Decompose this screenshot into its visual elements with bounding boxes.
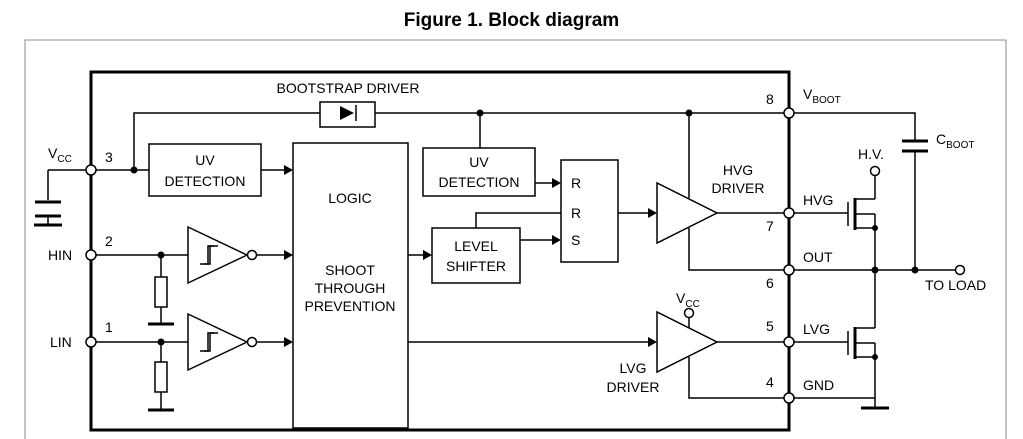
hvg-driver-label-line2: DRIVER (712, 180, 765, 196)
arrow-head-icon (284, 337, 293, 347)
figure-title: Figure 1. Block diagram (403, 10, 620, 31)
schmitt-trigger-icon-2 (204, 245, 218, 265)
hvg-supply-dot (685, 109, 693, 117)
shoot-label-line1: SHOOT (325, 262, 375, 278)
uv2-label-line1: UV (469, 154, 489, 170)
arrow-head-icon (648, 337, 657, 347)
pin-vboot (783, 107, 795, 119)
latch-s-label: S (571, 232, 580, 248)
schmitt-trigger-icon-2 (204, 332, 218, 352)
arrow-head-icon (423, 250, 432, 260)
hin-pulldown-resistor (154, 276, 168, 308)
pin-hvg-number: 7 (766, 218, 774, 234)
pin-lin-label: LIN (50, 334, 72, 350)
uv-detection-2 (422, 147, 536, 197)
latch-r1-label: R (571, 175, 581, 191)
lin-buffer-bubble (246, 336, 258, 348)
pin-lin (85, 336, 97, 348)
logic-label: LOGIC (328, 190, 372, 206)
hvg-driver-label-line1: HVG (723, 162, 753, 178)
pin-out-number: 6 (766, 275, 774, 291)
hin-buffer-bubble (246, 249, 258, 261)
pin-out-label: OUT (803, 249, 833, 265)
lvg-driver-label-line1: LVG (620, 360, 647, 376)
lin-schmitt-buffer (187, 312, 249, 372)
vboot-ext-wire (794, 112, 916, 140)
pin-vcc-label-sub: CC (57, 154, 71, 165)
arrow-head-icon (552, 178, 561, 188)
uv1-label-line1: UV (195, 152, 215, 168)
hvg-driver (656, 181, 719, 245)
hv-terminal (869, 165, 881, 177)
shoot-label-line2: THROUGH (315, 280, 386, 296)
lvg-driver-label-line2: DRIVER (607, 379, 660, 395)
uv2-label-line2: DETECTION (439, 174, 520, 190)
pin-gnd-number: 4 (766, 374, 774, 390)
pin-vboot-number: 8 (766, 91, 774, 107)
lvg-supply-terminal (683, 307, 695, 319)
bootstrap-driver-label: BOOTSTRAP DRIVER (277, 80, 420, 96)
lvg-return-wire (688, 357, 784, 399)
hvg-return-wire (688, 228, 784, 271)
cboot-label: CBOOT (936, 131, 974, 151)
pin-gnd-label: GND (803, 377, 834, 393)
shifter-to-latch-r-wire (475, 212, 561, 228)
arrow-head-icon (284, 165, 293, 175)
to-load-terminal (954, 264, 966, 276)
pin-hin (85, 249, 97, 261)
pin-lvg-label: LVG (803, 321, 830, 337)
logic-block (292, 142, 409, 429)
level-shifter (431, 227, 521, 284)
rs-latch (560, 159, 619, 263)
pin-lin-number: 1 (105, 319, 113, 335)
out-junction-dot-2 (911, 266, 919, 274)
pin-out (783, 264, 795, 276)
lvg-vcc-text: V (676, 290, 686, 306)
latch-r2-label: R (571, 205, 581, 221)
bootstrap-diode-icon (340, 106, 354, 120)
vcc-junction-dot (130, 166, 138, 174)
arrow-head-icon (648, 208, 657, 218)
lvg-vcc-label: VCC (676, 290, 700, 310)
out-junction-dot-1 (871, 266, 879, 274)
pin-vcc-label: VCC (48, 145, 72, 165)
pin-hin-number: 2 (105, 233, 113, 249)
pin-vcc-number: 3 (105, 149, 113, 165)
pin-lvg (783, 336, 795, 348)
pin-vboot-label-sub: BOOT (812, 95, 840, 106)
hv-label: H.V. (858, 146, 884, 162)
figure-frame (24, 39, 1007, 439)
pin-vcc-label-text: V (48, 145, 58, 161)
pin-gnd (783, 392, 795, 404)
pin-vboot-label-text: V (803, 86, 813, 102)
hin-schmitt-buffer (187, 225, 249, 285)
shoot-label-line3: PREVENTION (304, 298, 395, 314)
level-shifter-label-line2: SHIFTER (446, 258, 506, 274)
pin-hvg-label: HVG (803, 192, 833, 208)
pin-vcc (85, 164, 97, 176)
bootstrap-driver-box (319, 101, 376, 128)
to-load-label: TO LOAD (925, 277, 986, 293)
pin-hvg (783, 207, 795, 219)
pin-hin-label: HIN (48, 247, 72, 263)
lin-pulldown-resistor (154, 361, 168, 393)
lvg-driver (656, 310, 719, 374)
arrow-head-icon (552, 235, 561, 245)
cboot-label-text: C (936, 131, 946, 147)
uv2-junction-dot (476, 109, 484, 117)
pin-lvg-number: 5 (766, 318, 774, 334)
lvg-vcc-sub: CC (685, 299, 699, 310)
level-shifter-label-line1: LEVEL (454, 238, 498, 254)
pin-vboot-label: VBOOT (803, 86, 841, 106)
arrow-head-icon (284, 250, 293, 260)
cboot-label-sub: BOOT (946, 140, 974, 151)
uv1-label-line2: DETECTION (165, 173, 246, 189)
